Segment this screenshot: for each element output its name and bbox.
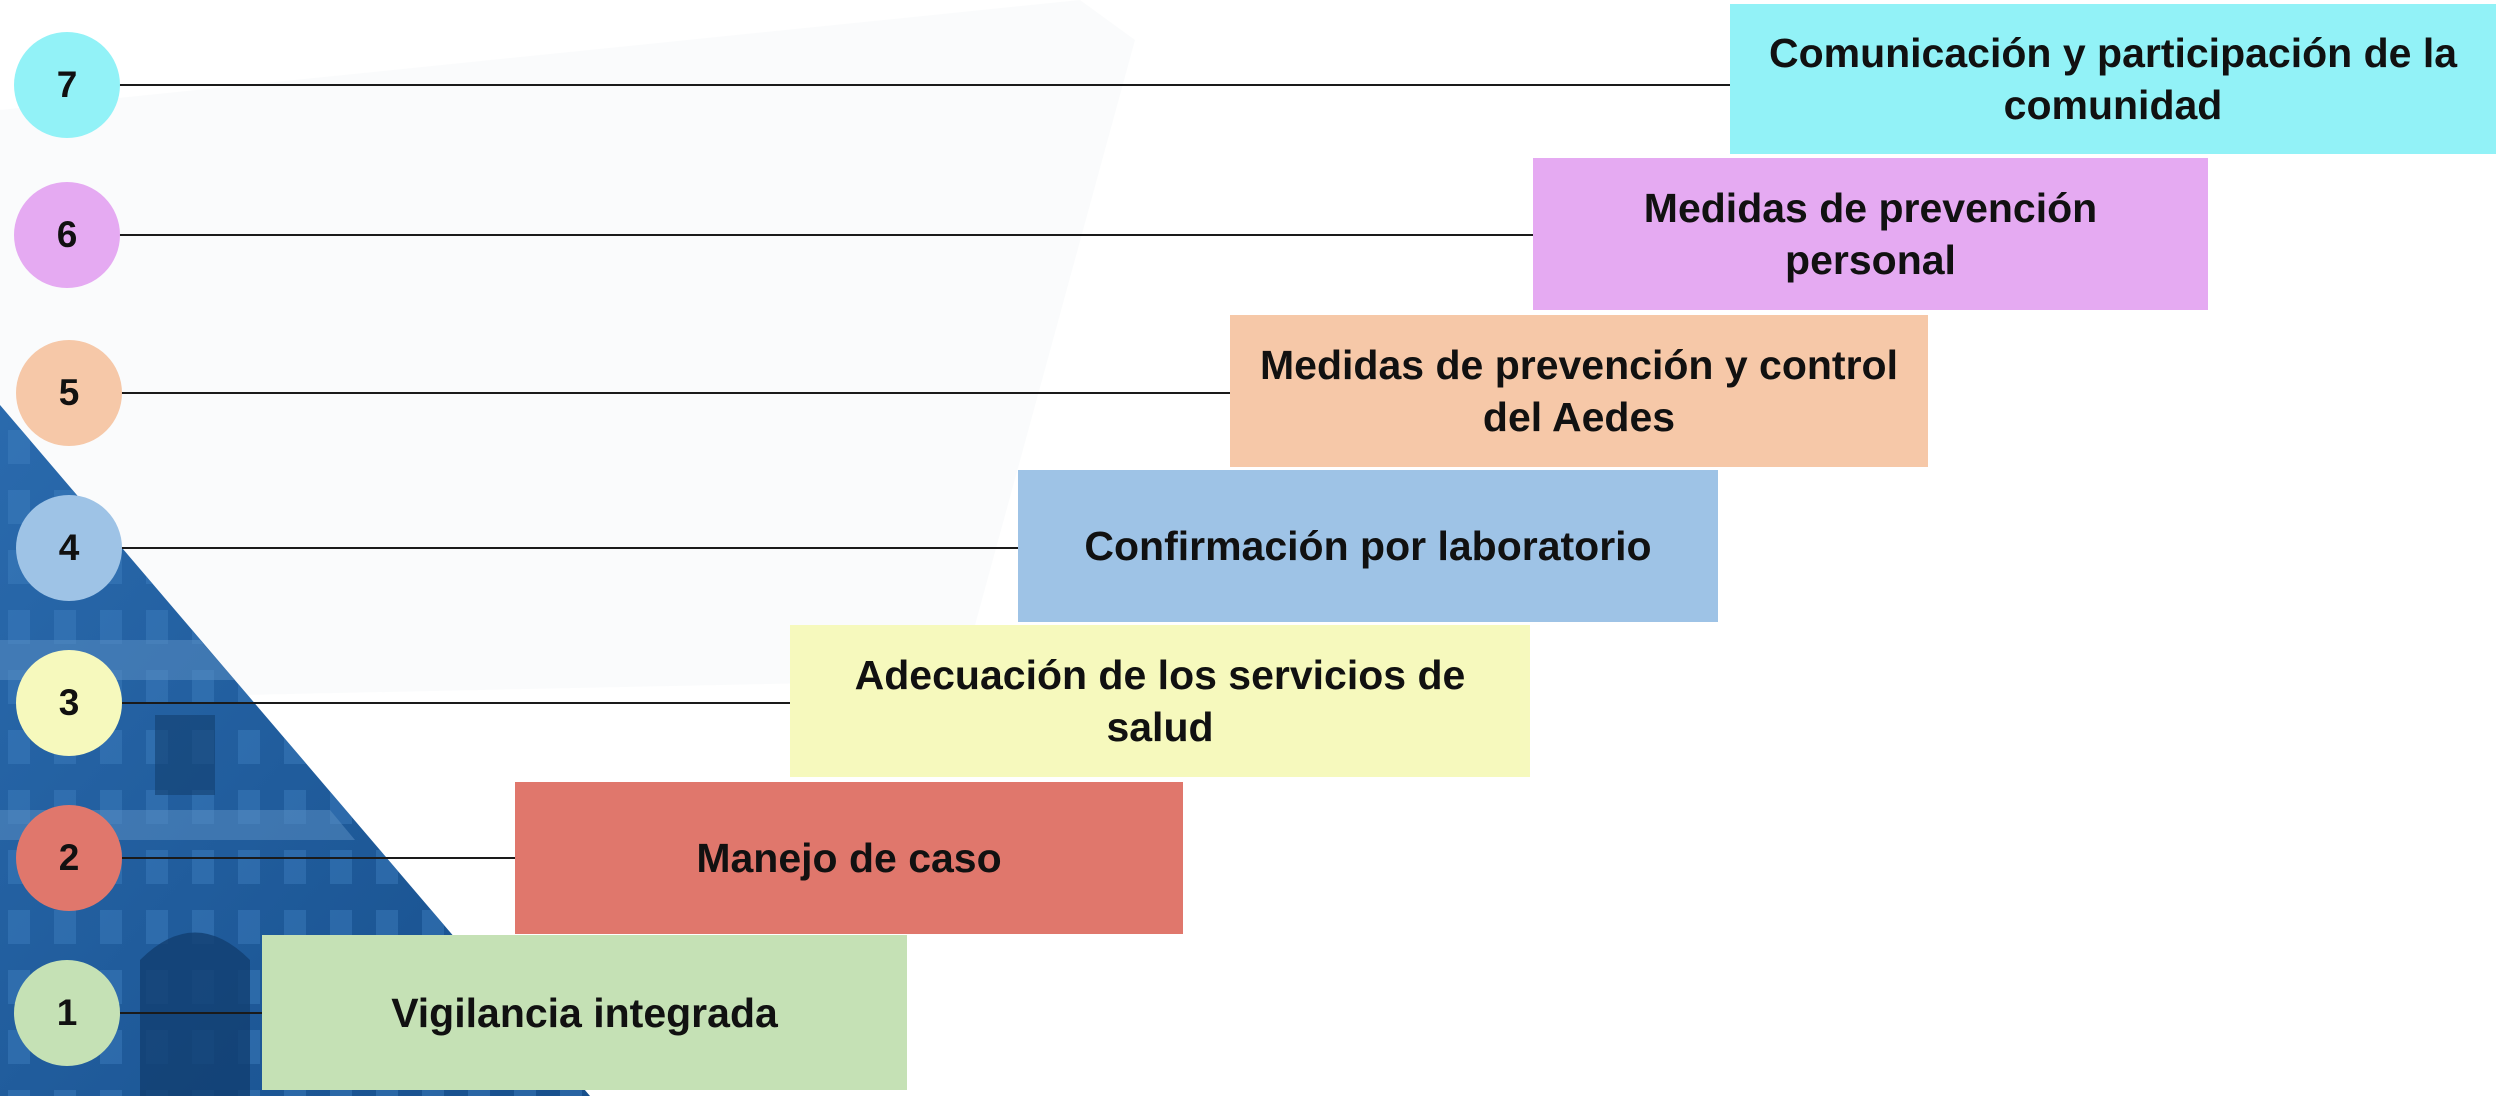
step-label-1: Vigilancia integrada [391,989,778,1036]
step-label-6: Medidas de prevención personal [1643,185,2098,283]
faint-panel-shape [0,0,1135,700]
step-label-2: Manejo de caso [696,835,1002,881]
step-number-circle-3: 3 [16,650,122,756]
step-box-7: Comunicación y participación de la comun… [1730,4,2496,154]
step-label-4: Confirmación por laboratorio [1084,523,1652,569]
connector-line-3 [69,702,790,704]
step-number-circle-7: 7 [14,32,120,138]
step-box-3: Adecuación de los servicios de salud [790,625,1530,777]
step-number-circle-1: 1 [14,960,120,1066]
step-number-circle-5: 5 [16,340,122,446]
building-windows-texture [0,405,590,1096]
building-window [155,715,215,795]
connector-line-5 [69,392,1230,394]
step-box-6: Medidas de prevención personal [1533,158,2208,310]
connector-line-2 [69,857,515,859]
connector-line-6 [67,234,1533,236]
step-label-5: Medidas de prevención y control del Aede… [1260,342,1898,440]
step-label-3: Adecuación de los servicios de salud [854,652,1466,750]
step-number-circle-6: 6 [14,182,120,288]
connector-line-4 [69,547,1018,549]
step-number-circle-4: 4 [16,495,122,601]
step-box-1: Vigilancia integrada [262,935,907,1090]
building-door-arch [140,932,250,1096]
connector-line-7 [67,84,1730,86]
step-box-5: Medidas de prevención y control del Aede… [1230,315,1928,467]
step-box-4: Confirmación por laboratorio [1018,470,1718,622]
step-box-2: Manejo de caso [515,782,1183,934]
step-number-circle-2: 2 [16,805,122,911]
step-label-7: Comunicación y participación de la comun… [1768,30,2458,128]
connector-line-1 [67,1012,262,1014]
